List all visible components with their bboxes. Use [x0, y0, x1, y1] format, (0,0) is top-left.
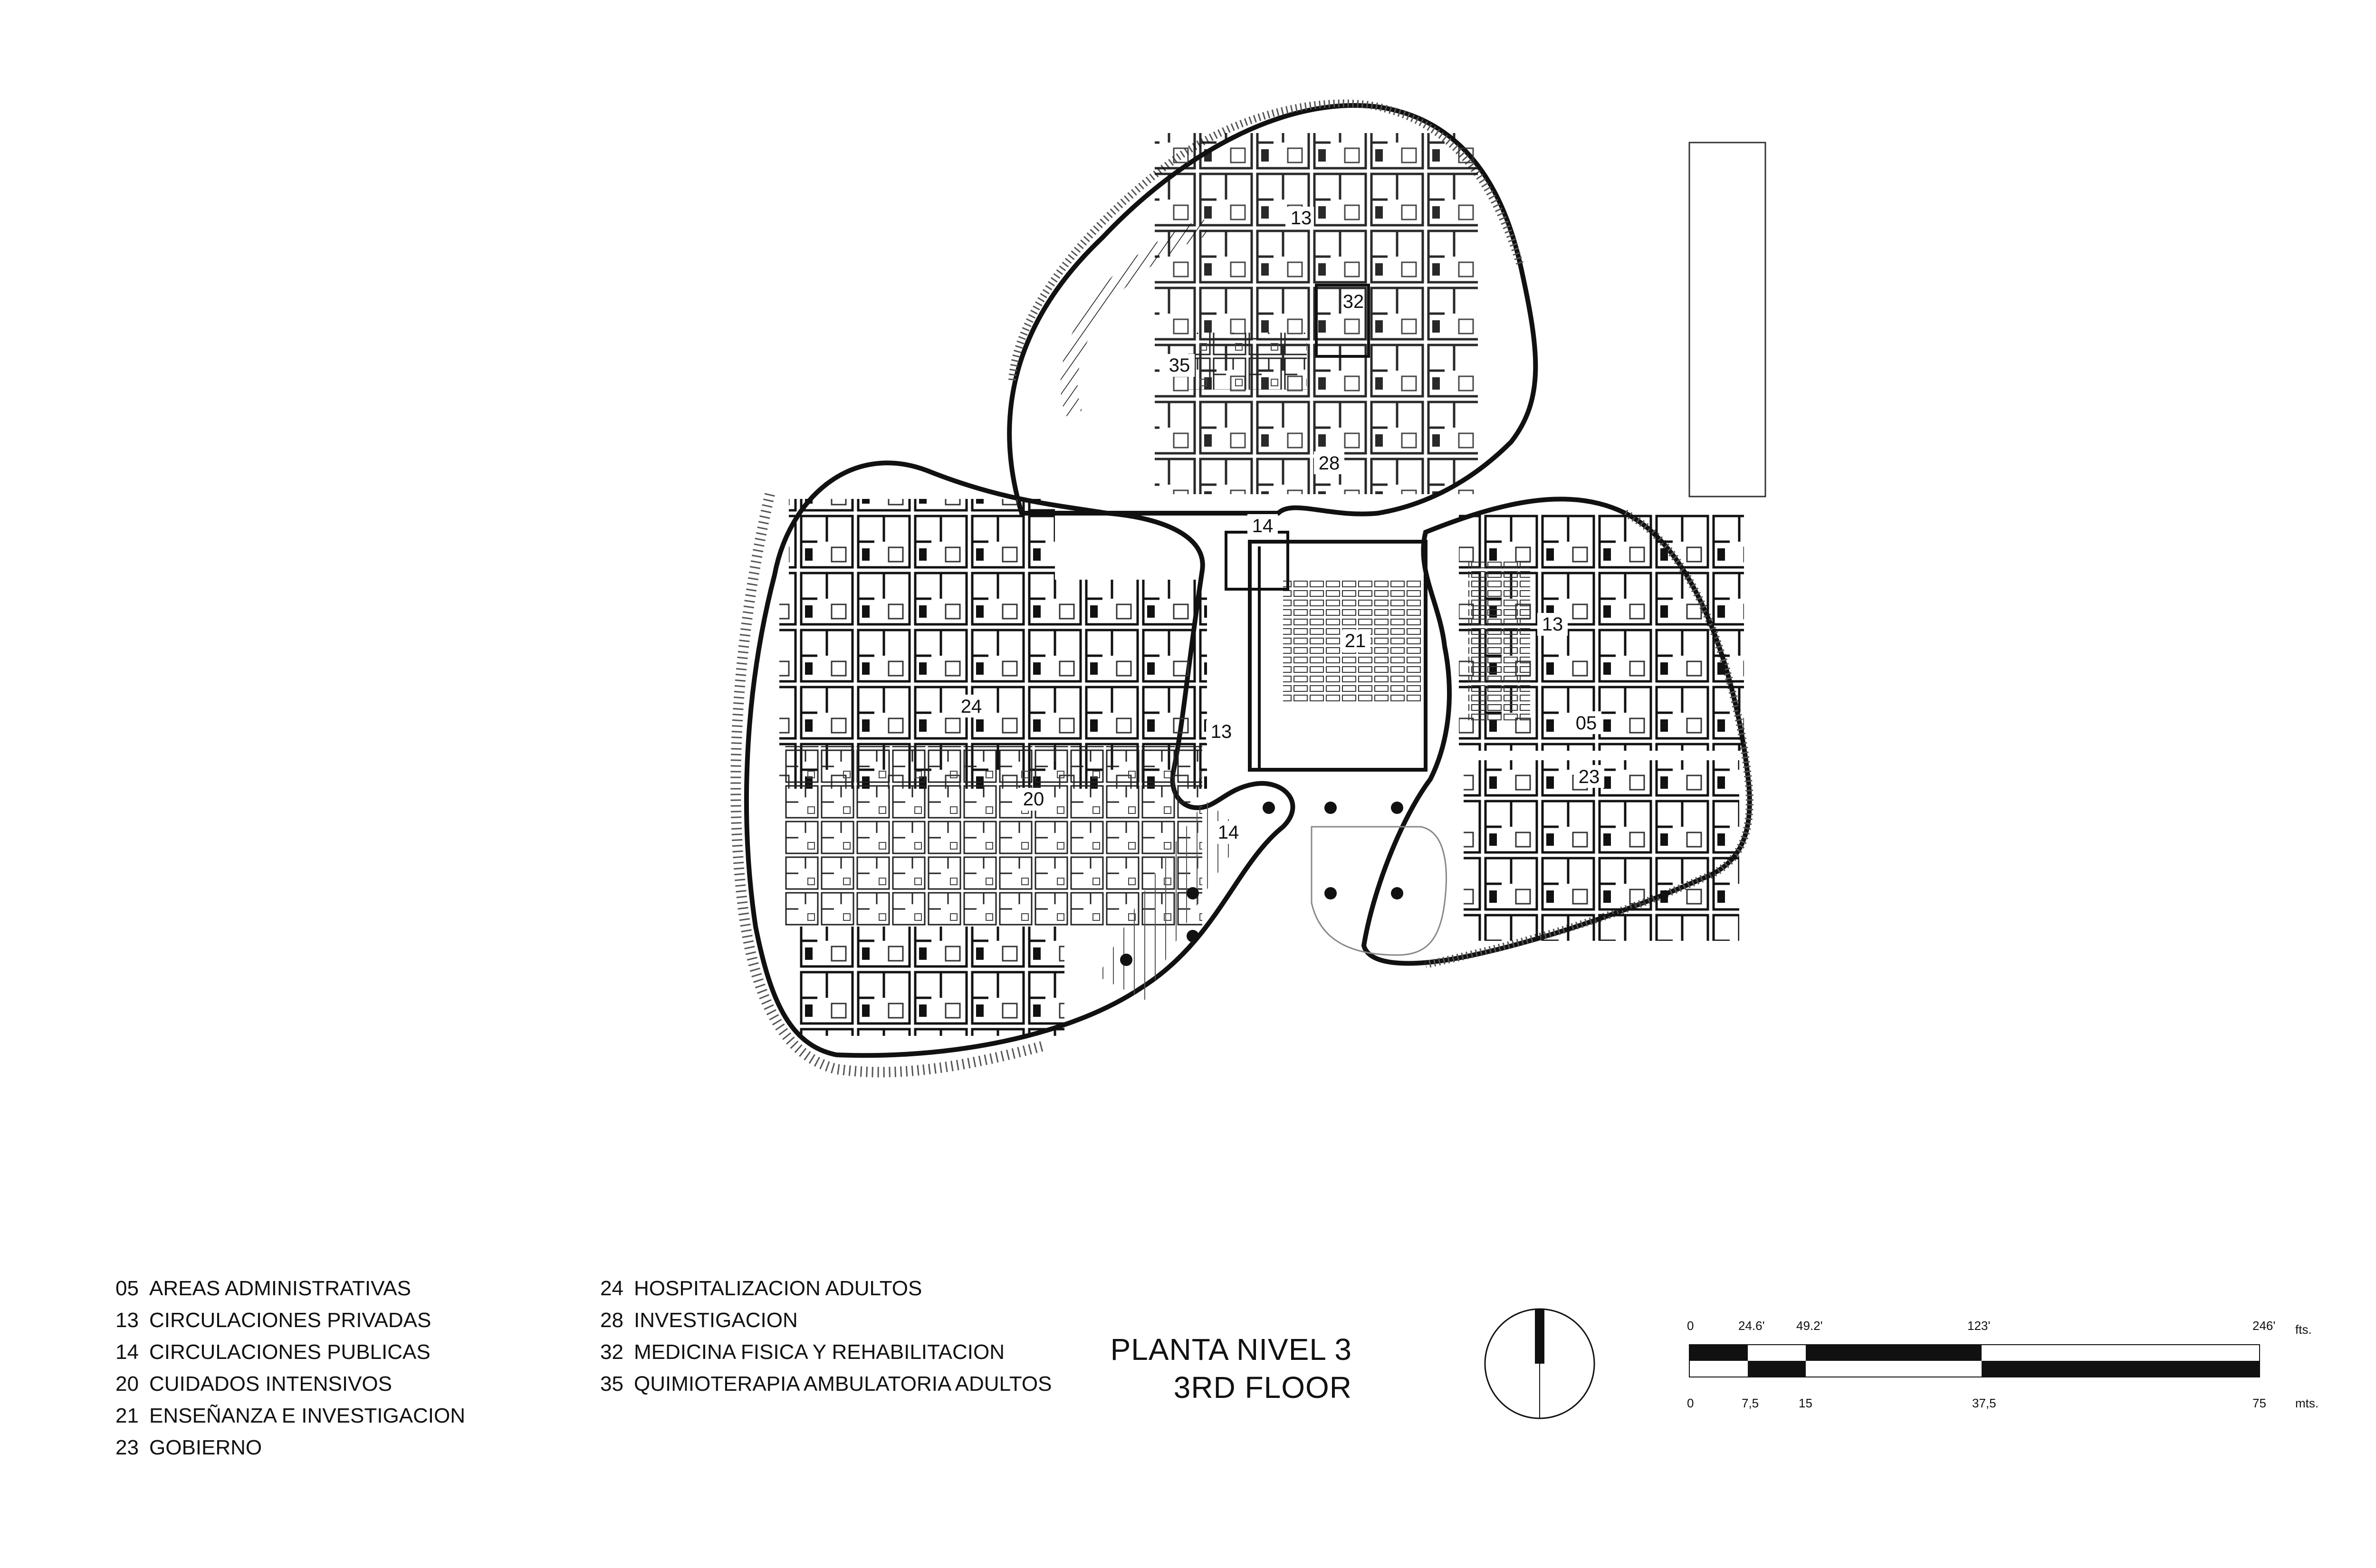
scale-bar [1689, 1344, 2260, 1377]
legend-number: 14 [115, 1340, 139, 1364]
scale-meter-tick: 37,5 [1972, 1396, 1996, 1410]
columns [1120, 802, 1403, 966]
legend-number: 05 [115, 1277, 139, 1300]
scale-feet-tick: 123' [1967, 1319, 1991, 1333]
legend-label: MEDICINA FISICA Y REHABILITACION [634, 1340, 1005, 1364]
legend-number: 28 [600, 1309, 623, 1332]
room-label: 23 [1579, 766, 1600, 787]
legend-item: 32 MEDICINA FISICA Y REHABILITACION [594, 1336, 1052, 1368]
legend-number: 35 [600, 1372, 623, 1396]
legend-item: 13 CIRCULACIONES PRIVADAS [109, 1304, 465, 1336]
plan-title-spanish: PLANTA NIVEL 3 [1110, 1332, 1352, 1367]
room-label: 13 [1211, 721, 1232, 742]
legend-item: 24 HOSPITALIZACION ADULTOS [594, 1272, 1052, 1304]
legend-label: INVESTIGACION [634, 1309, 798, 1332]
scale-feet-unit: fts. [2295, 1322, 2312, 1337]
west-wing [730, 460, 1295, 1078]
room-label: 13 [1542, 614, 1563, 635]
plan-title-english: 3RD FLOOR [1173, 1370, 1352, 1405]
scale-feet-tick: 0 [1687, 1319, 1694, 1333]
legend-number: 24 [600, 1277, 623, 1300]
legend-item: 28 INVESTIGACION [594, 1304, 1052, 1336]
legend-number: 13 [115, 1309, 139, 1332]
scale-feet-tick: 49.2' [1796, 1319, 1823, 1333]
room-label: 05 [1576, 713, 1597, 734]
legend-label: HOSPITALIZACION ADULTOS [634, 1277, 922, 1300]
legend-number: 23 [115, 1436, 139, 1459]
room-label: 32 [1343, 291, 1364, 312]
scale-feet-tick: 246' [2252, 1319, 2276, 1333]
scale-meter-tick: 7,5 [1742, 1396, 1759, 1410]
legend-column-right: 24 HOSPITALIZACION ADULTOS 28 INVESTIGACIO… [594, 1272, 1052, 1400]
room-label: 24 [961, 696, 982, 717]
room-label: 35 [1169, 355, 1190, 376]
scale-meter-tick: 75 [2252, 1396, 2266, 1410]
legend-item: 35 QUIMIOTERAPIA AMBULATORIA ADULTOS [594, 1368, 1052, 1400]
legend-label: GOBIERNO [149, 1436, 262, 1459]
scale-meter-tick: 0 [1687, 1396, 1694, 1410]
legend-item: 20 CUIDADOS INTENSIVOS [109, 1368, 465, 1400]
room-label: 13 [1291, 208, 1312, 229]
blank-reference-rectangle [1688, 142, 1766, 497]
scale-feet-tick: 24.6' [1738, 1319, 1765, 1333]
legend-item: 05 AREAS ADMINISTRATIVAS [109, 1272, 465, 1304]
legend-item: 21 ENSEÑANZA E INVESTIGACION [109, 1400, 465, 1432]
room-label: 14 [1218, 822, 1239, 843]
east-wing [1361, 497, 1753, 968]
legend-number: 32 [600, 1340, 623, 1364]
north-arrow [1484, 1308, 1595, 1419]
room-label: 20 [1023, 789, 1044, 810]
north-wing [1007, 99, 1538, 516]
legend-item: 23 GOBIERNO [109, 1432, 465, 1463]
plan-title: PLANTA NIVEL 3 3RD FLOOR [1093, 1330, 1352, 1406]
legend-label: QUIMIOTERAPIA AMBULATORIA ADULTOS [634, 1372, 1052, 1396]
legend-label: CIRCULACIONES PRIVADAS [149, 1309, 431, 1332]
legend-label: CIRCULACIONES PUBLICAS [149, 1340, 431, 1364]
legend-label: AREAS ADMINISTRATIVAS [149, 1277, 411, 1300]
legend-number: 20 [115, 1372, 139, 1396]
legend-label: CUIDADOS INTENSIVOS [149, 1372, 392, 1396]
scale-meter-unit: mts. [2295, 1396, 2319, 1410]
scale-meter-tick: 15 [1799, 1396, 1812, 1410]
room-label: 14 [1252, 516, 1274, 536]
legend-item: 14 CIRCULACIONES PUBLICAS [109, 1336, 465, 1368]
room-label: 28 [1319, 453, 1340, 474]
legend-label: ENSEÑANZA E INVESTIGACION [149, 1404, 466, 1427]
legend-number: 21 [115, 1404, 139, 1427]
room-label: 21 [1345, 631, 1366, 651]
